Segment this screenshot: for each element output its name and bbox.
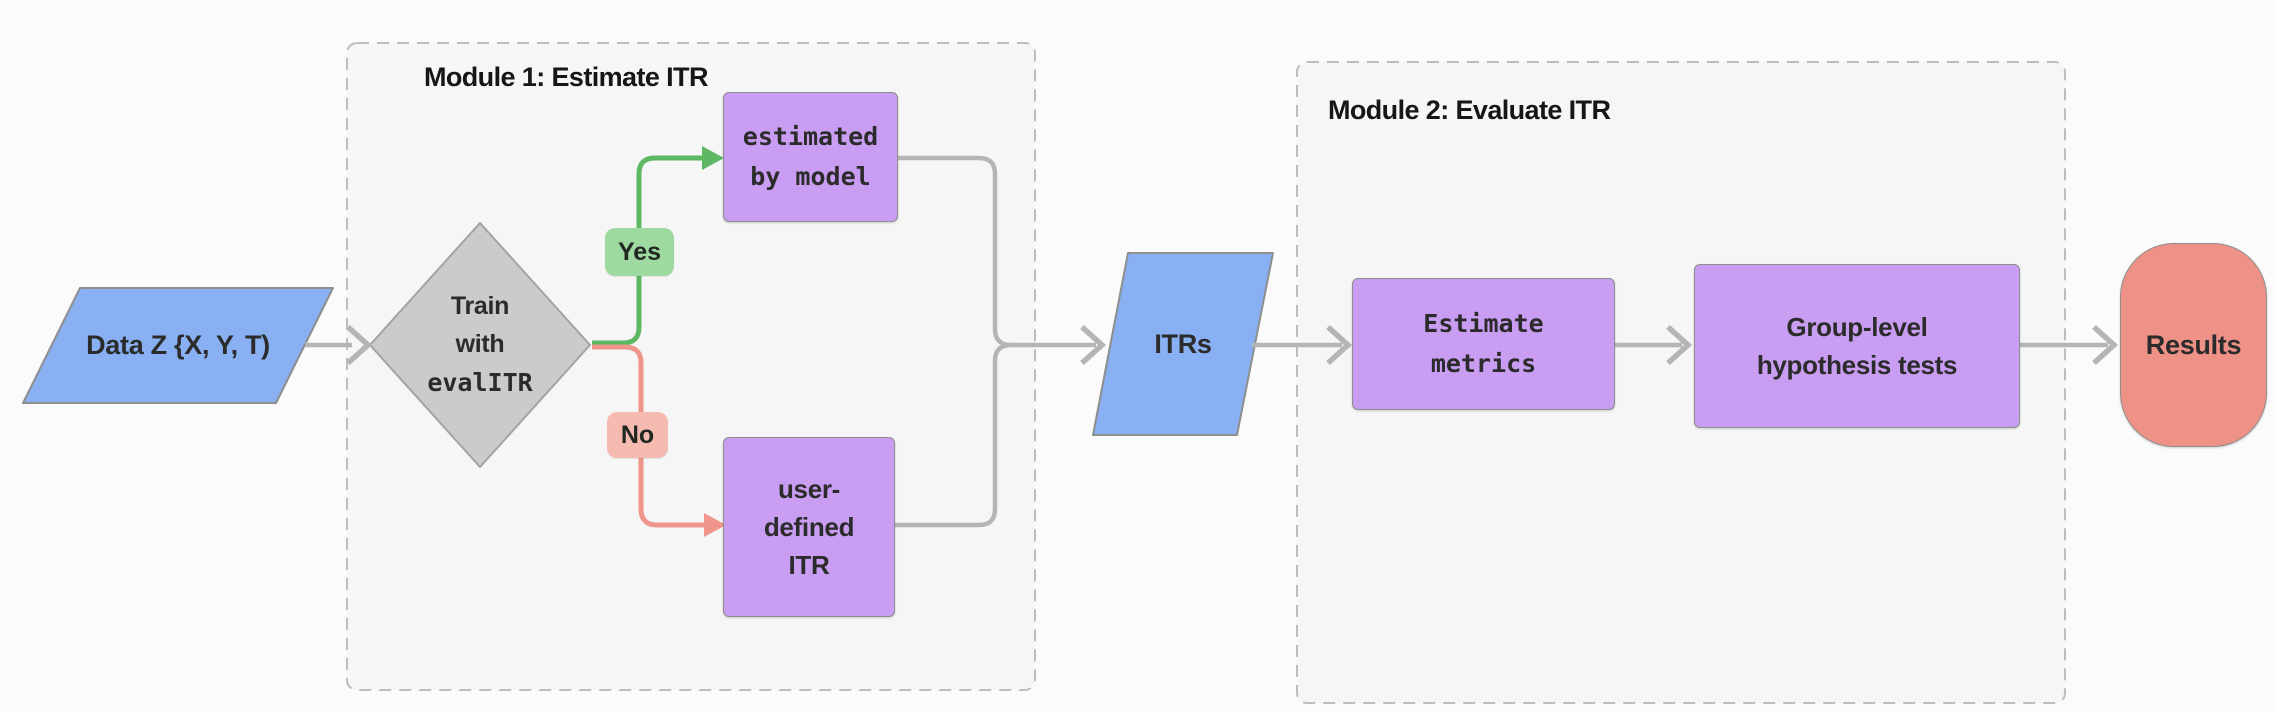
decision-line-1: Train (450, 292, 510, 320)
group-tests-line-2: hypothesis tests (1756, 350, 1958, 380)
metrics-line-1: Estimate (1423, 309, 1544, 338)
arrowhead-into-results (2092, 324, 2119, 366)
decision-diamond (369, 222, 591, 468)
module1-title: Module 1: Estimate ITR (424, 62, 708, 92)
estimated-line-1: estimated (742, 122, 879, 151)
edge-userdefined-to-itrs (895, 342, 1012, 528)
arrowhead-into-metrics (1326, 324, 1353, 366)
metrics-line-2: metrics (1430, 349, 1537, 378)
arrowhead-no-branch (704, 513, 726, 537)
data-z-parallelogram (22, 287, 334, 404)
group-level-tests-node: Group-level hypothesis tests (1694, 264, 2020, 428)
decision-node-label: Train with evalITR (370, 223, 590, 467)
arrowhead-into-grouptests (1666, 324, 1693, 366)
arrowhead-into-decision (346, 324, 373, 366)
estimated-by-model-node: estimated by model (723, 92, 898, 222)
decision-line-2: with (455, 330, 505, 358)
module2-container (1296, 61, 2066, 704)
arrowhead-into-itrs (1080, 324, 1107, 366)
estimate-metrics-node: Estimate metrics (1352, 278, 1615, 410)
user-defined-itr-node: user- defined ITR (723, 437, 895, 617)
decision-line-3: evalITR (427, 368, 533, 397)
user-defined-line-2: defined (763, 512, 855, 542)
arrowhead-yes-branch (702, 146, 724, 170)
itrs-node-label: ITRs (1154, 328, 1212, 359)
data-z-node-label: Data Z {X, Y, T) (86, 330, 270, 360)
results-node: Results (2120, 243, 2267, 447)
group-tests-line-1: Group-level (1786, 312, 1928, 342)
no-edge-label: No (607, 412, 668, 458)
estimated-line-2: by model (750, 162, 871, 191)
yes-edge-label: Yes (605, 228, 674, 276)
module2-title: Module 2: Evaluate ITR (1328, 95, 1611, 125)
user-defined-line-3: ITR (788, 550, 830, 580)
itrs-parallelogram (1092, 252, 1274, 436)
user-defined-line-1: user- (777, 474, 841, 504)
